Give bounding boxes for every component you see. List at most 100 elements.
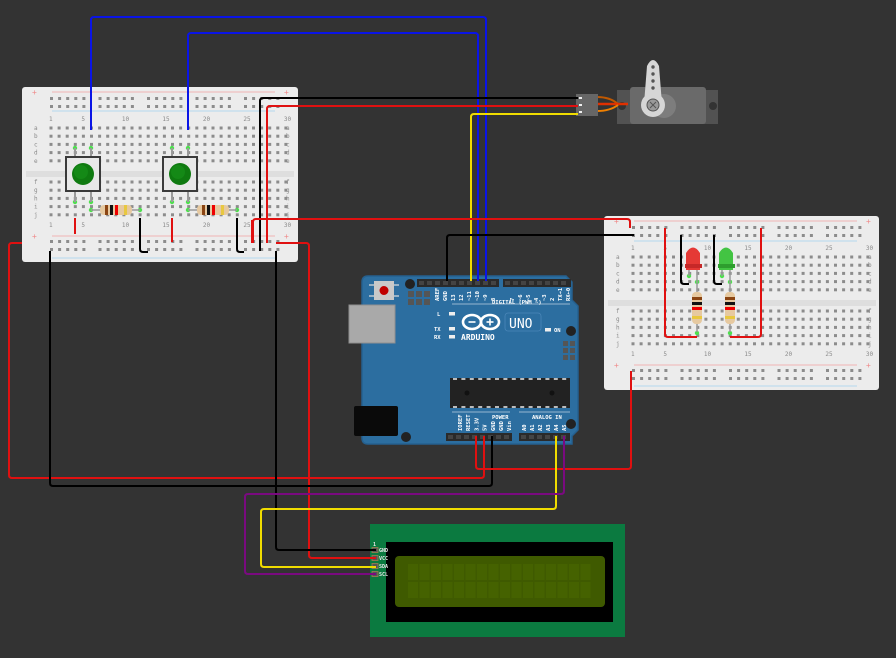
breadboard-hole[interactable] <box>801 263 805 267</box>
wire-red-5v-left-rail[interactable] <box>8 242 485 479</box>
pin-socket[interactable] <box>480 435 485 439</box>
breadboard-hole[interactable] <box>130 188 134 192</box>
rail-hole[interactable] <box>842 369 846 372</box>
breadboard-hole[interactable] <box>284 159 288 163</box>
breadboard-hole[interactable] <box>252 205 255 209</box>
rail-hole[interactable] <box>163 97 167 100</box>
breadboard-hole[interactable] <box>817 342 821 346</box>
breadboard-hole[interactable] <box>785 342 789 346</box>
breadboard-hole[interactable] <box>211 126 215 130</box>
pin-socket[interactable] <box>537 281 542 285</box>
breadboard-hole[interactable] <box>81 142 85 146</box>
rail-hole[interactable] <box>98 248 102 251</box>
breadboard-hole[interactable] <box>736 342 740 346</box>
rail-hole[interactable] <box>58 240 62 243</box>
breadboard-hole[interactable] <box>90 213 93 217</box>
breadboard-hole[interactable] <box>834 263 837 267</box>
breadboard-hole[interactable] <box>138 134 142 138</box>
rail-hole[interactable] <box>122 240 126 243</box>
breadboard-hole[interactable] <box>761 309 765 313</box>
rail-hole[interactable] <box>785 234 789 237</box>
breadboard-hole[interactable] <box>801 317 805 321</box>
breadboard-hole[interactable] <box>122 188 126 192</box>
rail-hole[interactable] <box>227 240 231 243</box>
rail-hole[interactable] <box>761 377 765 380</box>
rail-hole[interactable] <box>753 369 757 372</box>
rail-hole[interactable] <box>179 97 183 100</box>
pin-socket[interactable] <box>529 281 534 285</box>
breadboard-hole[interactable] <box>769 280 773 284</box>
breadboard-hole[interactable] <box>106 180 110 184</box>
breadboard-hole[interactable] <box>57 188 61 192</box>
breadboard-hole[interactable] <box>219 188 223 192</box>
rail-hole[interactable] <box>163 248 167 251</box>
breadboard-hole[interactable] <box>858 309 862 313</box>
breadboard-hole[interactable] <box>825 255 829 259</box>
breadboard-hole[interactable] <box>65 205 69 209</box>
breadboard-hole[interactable] <box>146 180 150 184</box>
breadboard-hole[interactable] <box>146 205 150 209</box>
wire-red-servo-vcc[interactable] <box>266 105 578 243</box>
breadboard-hole[interactable] <box>753 317 756 321</box>
breadboard-hole[interactable] <box>696 325 700 329</box>
breadboard-hole[interactable] <box>154 134 158 138</box>
breadboard-hole[interactable] <box>146 126 150 130</box>
breadboard-hole[interactable] <box>817 271 821 275</box>
breadboard-hole[interactable] <box>243 126 247 130</box>
rail-hole[interactable] <box>114 97 118 100</box>
rail-hole[interactable] <box>58 248 62 251</box>
breadboard-hole[interactable] <box>842 317 846 321</box>
rail-hole[interactable] <box>195 97 199 100</box>
pin-socket[interactable] <box>459 281 464 285</box>
rail-hole[interactable] <box>130 105 134 108</box>
breadboard-hole[interactable] <box>219 159 223 163</box>
rail-hole[interactable] <box>171 105 175 108</box>
breadboard-hole[interactable] <box>793 271 797 275</box>
breadboard-hole[interactable] <box>57 159 61 163</box>
breadboard-hole[interactable] <box>235 180 239 184</box>
breadboard-hole[interactable] <box>284 134 288 138</box>
breadboard-hole[interactable] <box>777 271 781 275</box>
breadboard-hole[interactable] <box>801 342 805 346</box>
breadboard-hole[interactable] <box>647 280 651 284</box>
rail-hole[interactable] <box>688 369 692 372</box>
breadboard-hole[interactable] <box>260 180 264 184</box>
jumper-black[interactable] <box>680 235 689 285</box>
rail-hole[interactable] <box>737 234 741 237</box>
breadboard-hole[interactable] <box>65 213 69 217</box>
breadboard-hole[interactable] <box>655 334 659 338</box>
rail-hole[interactable] <box>640 369 644 372</box>
pushbutton-1[interactable] <box>65 148 101 202</box>
breadboard-hole[interactable] <box>235 151 239 155</box>
rail-hole[interactable] <box>98 240 102 243</box>
breadboard-hole[interactable] <box>187 213 191 217</box>
rail-hole[interactable] <box>664 226 668 229</box>
breadboard-hole[interactable] <box>672 288 675 292</box>
jumper-red[interactable] <box>664 228 697 338</box>
breadboard-hole[interactable] <box>785 334 789 338</box>
breadboard-hole[interactable] <box>696 342 700 346</box>
breadboard-hole[interactable] <box>858 263 862 267</box>
breadboard-hole[interactable] <box>850 325 854 329</box>
rail-hole[interactable] <box>195 248 199 251</box>
breadboard-hole[interactable] <box>858 280 862 284</box>
rail-hole[interactable] <box>74 248 78 251</box>
rail-hole[interactable] <box>106 97 110 100</box>
breadboard-hole[interactable] <box>834 342 837 346</box>
rail-hole[interactable] <box>809 369 813 372</box>
breadboard-hole[interactable] <box>252 213 255 217</box>
breadboard-hole[interactable] <box>631 309 635 313</box>
breadboard-hole[interactable] <box>825 317 829 321</box>
breadboard-hole[interactable] <box>122 126 126 130</box>
rail-hole[interactable] <box>114 240 118 243</box>
rail-hole[interactable] <box>785 369 789 372</box>
breadboard-hole[interactable] <box>858 271 862 275</box>
breadboard-hole[interactable] <box>57 205 61 209</box>
breadboard-hole[interactable] <box>284 196 288 200</box>
breadboard-hole[interactable] <box>98 142 102 146</box>
breadboard-hole[interactable] <box>825 334 829 338</box>
rail-hole[interactable] <box>858 226 862 229</box>
rail-hole[interactable] <box>753 234 757 237</box>
rail-hole[interactable] <box>777 369 781 372</box>
